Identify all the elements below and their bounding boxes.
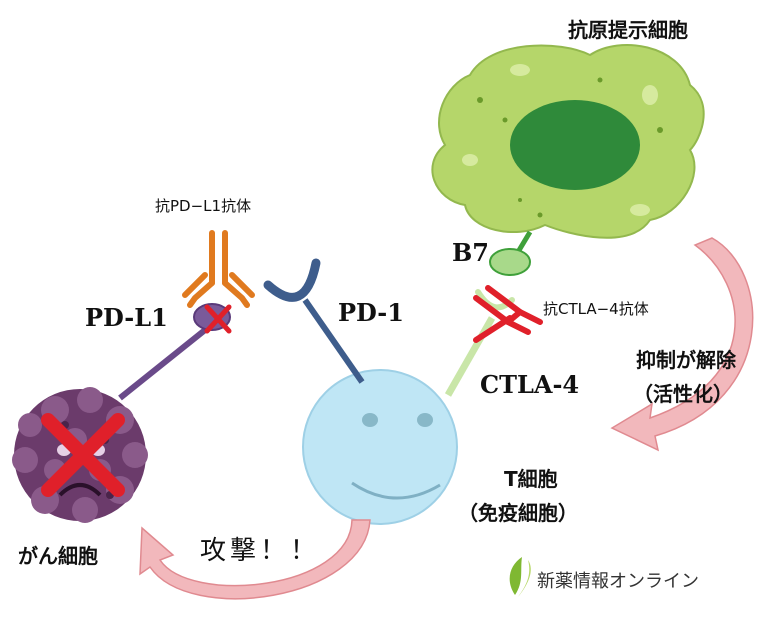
pd-1-receptor [263,258,365,384]
apc-label: 抗原提示細胞 [568,18,688,42]
ctla-4-label: CTLA-4 [480,370,580,399]
anti-ctla-4-antibody [473,285,543,343]
attack-arrow [139,519,371,600]
release-label-line2: （活性化） [633,382,733,406]
attack-label: 攻撃！！ [200,536,321,566]
cancer-cell-label: がん細胞 [18,544,98,568]
antigen-presenting-cell [431,44,705,239]
t-cell-label-line2: （免疫細胞） [458,501,578,525]
b7-label: B7 [452,238,489,267]
t-cell-label-line1: T細胞 [504,467,558,491]
logo-text: 新薬情報オンライン [537,571,699,592]
b7-receptor [489,230,533,276]
release-label-line1: 抑制が解除 [636,348,736,372]
anti-pd-l1-antibody [182,230,255,308]
t-cell [302,369,458,525]
pd-l1-label: PD-L1 [85,303,168,332]
anti-pd-l1-antibody-label: 抗PD−L1抗体 [155,197,252,215]
pd-1-label: PD-1 [338,298,404,327]
pdl1-x-mark-icon [204,304,232,334]
anti-ctla-4-antibody-label: 抗CTLA−4抗体 [543,300,649,318]
apc-nucleus [510,100,640,190]
release-arrow [610,237,754,452]
leaf-logo-icon [509,557,531,597]
cancer-x-mark-icon [41,413,125,497]
